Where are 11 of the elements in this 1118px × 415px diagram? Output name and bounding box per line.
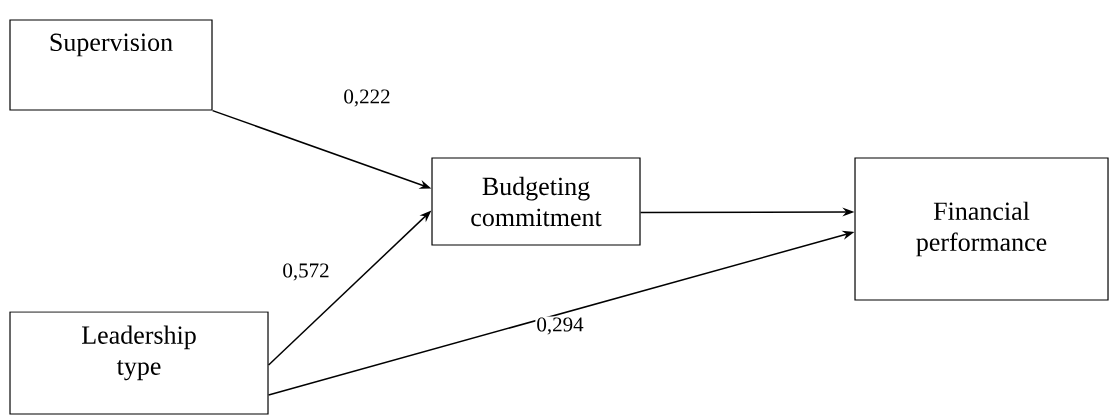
box [9,311,269,415]
box [854,157,1109,301]
edge-label: 0,572 [281,262,331,282]
box-label: Budgeting commitment [471,176,602,227]
box-label: Financial performance [916,201,1047,257]
box-label: Leadership type [82,325,196,381]
edge-label: 0,294 [535,316,585,336]
edge-label: 0,222 [342,88,392,108]
box-label: Supervision [50,33,173,57]
box [9,19,213,111]
box [431,157,641,246]
